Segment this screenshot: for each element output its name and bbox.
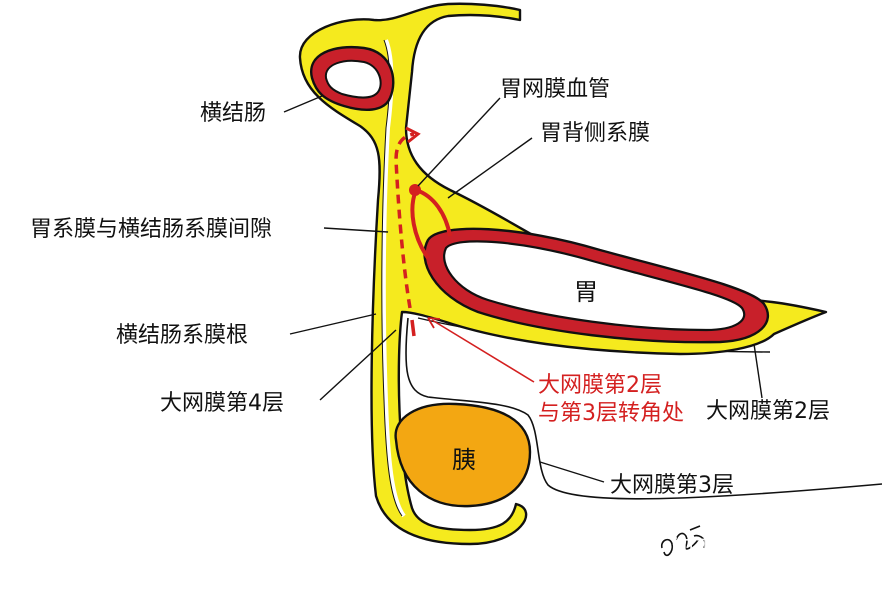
label-gastric-omental-vessel: 胃网膜血管 [500,77,610,102]
omentum-layer3-line [405,317,882,500]
label-omentum-layer3: 大网膜第3层 [610,473,734,498]
label-mesocolon-root: 横结肠系膜根 [116,323,248,348]
leader-transverse-colon [283,95,323,113]
gap-dashed-lower-dash [410,319,416,337]
label-dorsal-mesogastrium: 胃背侧系膜 [540,121,650,146]
label-transverse-colon: 横结肠 [200,101,266,126]
stomach-lumen [443,240,746,332]
leader-omentum-layer3 [539,461,605,483]
leader-omentum-layer2 [753,343,763,399]
corner-arrow-line [431,319,535,383]
label-corner-line1: 大网膜第2层 [538,373,662,398]
gap-arrow-head [405,126,421,144]
leader-gastric-vessel [417,97,501,187]
gastroepiploic-vessel-dot [409,184,421,196]
leader-omentum-layer4 [319,329,397,401]
label-omentum-layer2: 大网膜第2层 [706,399,830,424]
signature-scribble [660,525,706,557]
label-stomach: 胃 [574,278,598,306]
gap-dashed-path [394,132,415,309]
pancreas-shape [394,402,532,508]
label-mesogastrium-mesocolon-gap: 胃系膜与横结肠系膜间隙 [30,217,272,242]
label-corner-line2: 与第3层转角处 [538,401,684,426]
label-omentum-layer4: 大网膜第4层 [160,391,284,416]
leader-mesocolon-root [289,313,377,335]
leader-dorsal-mesogastrium [447,137,533,199]
leader-gap [323,227,389,233]
label-pancreas: 胰 [452,446,476,474]
transverse-colon-lumen [324,59,382,99]
corner-arrow-head [427,317,441,329]
watermark-text: 知乎 @医只蜗牛 [672,537,833,562]
